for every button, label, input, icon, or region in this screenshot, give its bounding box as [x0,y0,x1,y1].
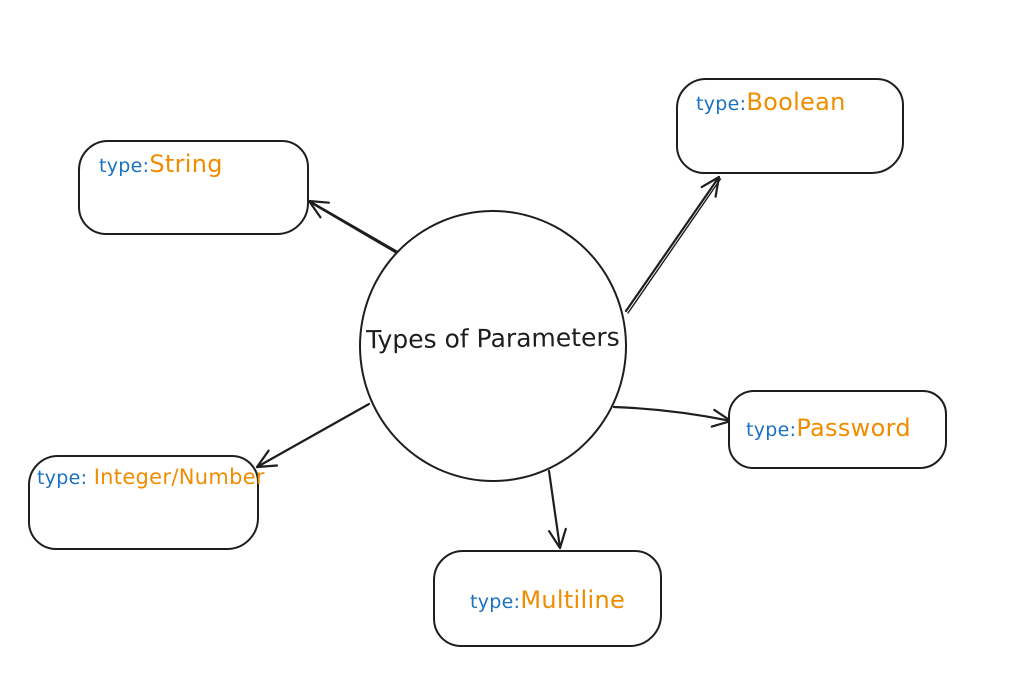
node-label: type: Integer/Number [37,465,265,489]
type-value: Boolean [746,88,846,116]
node-label: type:String [99,150,223,178]
center-node-label: Types of Parameters [366,322,620,355]
type-prefix: type: [470,591,521,613]
type-prefix: type: [37,467,94,489]
type-prefix: type: [99,155,150,177]
type-value: String [149,150,223,178]
arrow-center-to-boolean[interactable] [624,175,722,314]
node-label: type:Multiline [470,586,625,614]
node-type-string[interactable]: type:String [78,140,309,235]
node-type-boolean[interactable]: type:Boolean [676,78,904,174]
type-prefix: type: [746,419,797,441]
type-value: Integer/Number [93,465,265,489]
arrow-center-to-multiline[interactable] [547,469,567,550]
node-label: type:Boolean [696,88,846,116]
node-type-integer-number[interactable]: type: Integer/Number [28,455,265,550]
type-value: Password [796,414,911,442]
arrow-center-to-password[interactable] [612,405,733,428]
node-label: type:Password [746,414,911,442]
type-prefix: type: [696,93,747,115]
center-node-circle[interactable]: Types of Parameters [357,208,629,484]
arrow-center-to-integer[interactable] [255,402,371,469]
node-type-multiline[interactable]: type:Multiline [433,550,662,647]
node-type-password[interactable]: type:Password [728,390,947,469]
type-value: Multiline [520,586,626,614]
arrow-center-to-string[interactable] [307,199,404,258]
